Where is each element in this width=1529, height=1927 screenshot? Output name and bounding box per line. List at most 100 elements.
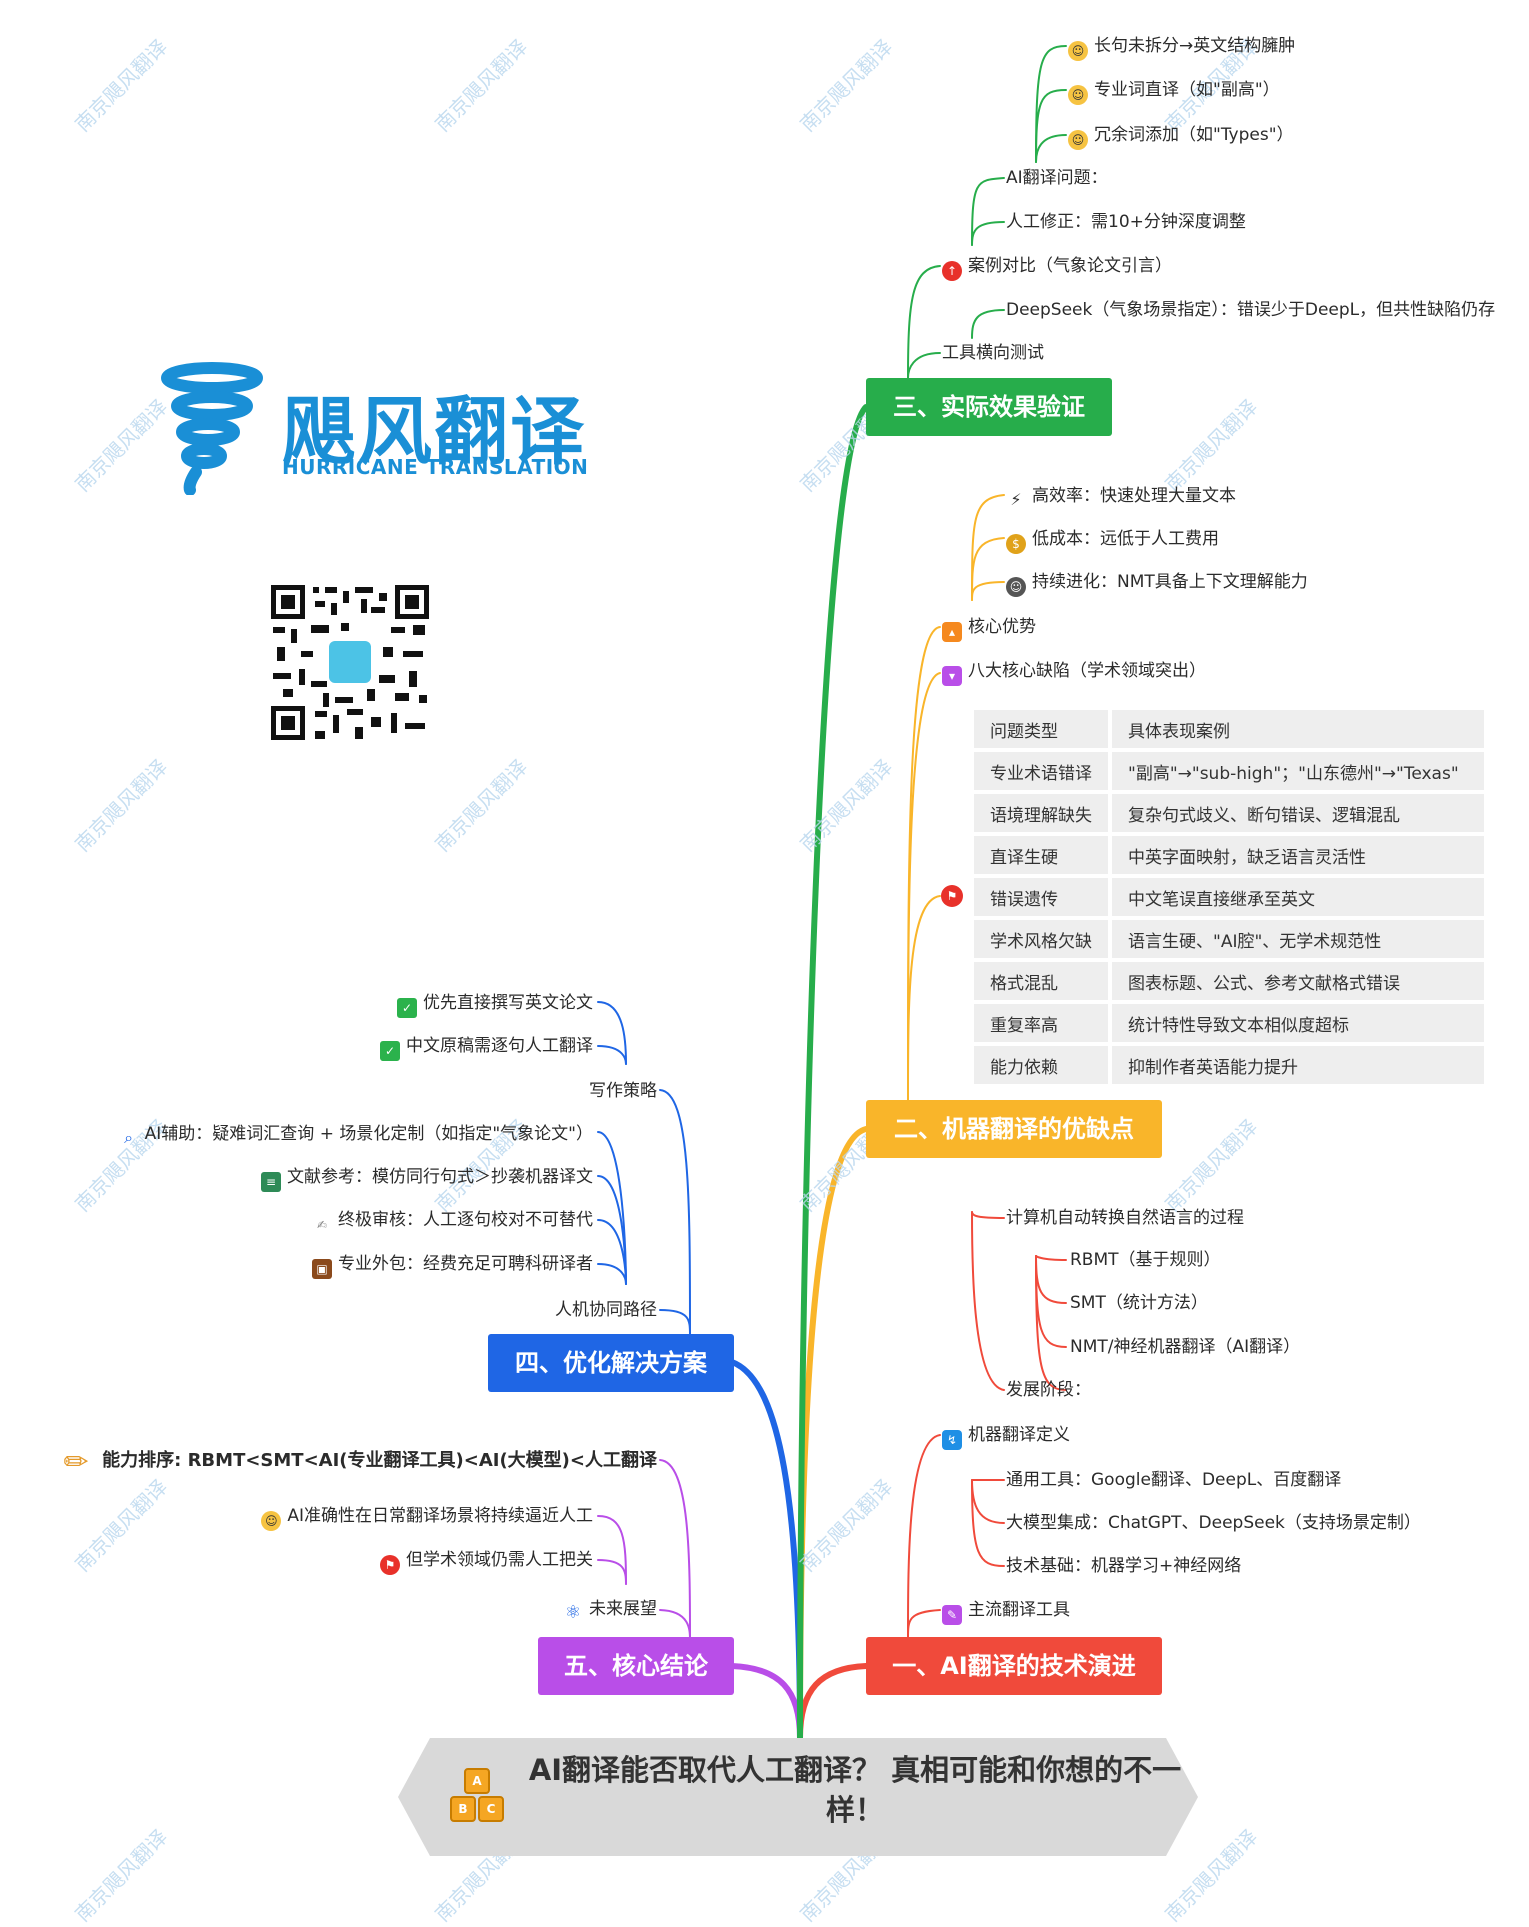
conclusion-label: 但学术领域仍需人工把关 xyxy=(406,1550,593,1570)
advantage-item[interactable]: ☺ 持续进化：NMT具备上下文理解能力 xyxy=(1006,571,1308,597)
branch-1-node[interactable]: 一、AI翻译的技术演进 xyxy=(866,1637,1162,1695)
table-cell: 语境理解缺失 xyxy=(974,794,1112,832)
branch-5-node[interactable]: 五、核心结论 xyxy=(538,1637,734,1695)
table-cell: 中英字面映射，缺乏语言灵活性 xyxy=(1112,836,1484,874)
problem-item[interactable]: ☺ 长句未拆分→英文结构臃肿 xyxy=(1068,35,1295,61)
path-label: 终极审核：人工逐句校对不可替代 xyxy=(338,1210,593,1230)
table-row: 格式混乱图表标题、公式、参考文献格式错误 xyxy=(974,962,1484,1000)
definition-label: 机器翻译定义 xyxy=(968,1425,1070,1445)
test-item[interactable]: DeepSeek（气象场景指定）：错误少于DeepL，但共性缺陷仍存 xyxy=(1006,300,1496,320)
problem-item[interactable]: ☺专业词直译（如"副高"） xyxy=(1068,79,1280,105)
table-cell: 统计特性导致文本相似度超标 xyxy=(1112,1004,1484,1042)
tool-item[interactable]: 通用工具：Google翻译、DeepL、百度翻译 xyxy=(1006,1470,1342,1490)
case-item[interactable]: 人工修正：需10+分钟深度调整 xyxy=(1006,212,1246,232)
stage-item[interactable]: RBMT（基于规则） xyxy=(1070,1250,1221,1270)
books-icon: ≡ xyxy=(261,1172,281,1192)
logo-name: 飓风翻译 xyxy=(282,389,586,475)
flag-icon: ⚑ xyxy=(380,1555,400,1575)
conclusion-item[interactable]: ⚑ 但学术领域仍需人工把关 xyxy=(380,1549,593,1575)
write-label: 中文原稿需逐句人工翻译 xyxy=(406,1036,593,1056)
table-row: 能力依赖抑制作者英语能力提升 xyxy=(974,1046,1484,1084)
connector-lines xyxy=(597,45,1067,1741)
advantages-node[interactable]: ▴核心优势 xyxy=(942,616,1036,642)
lightning-icon: ⚡ xyxy=(1010,490,1022,509)
magnifier-icon: ⌕ xyxy=(124,1128,134,1147)
table-row: 专业术语错译"副高"→"sub-high"；"山东德州"→"Texas" xyxy=(974,752,1484,790)
table-header-cell: 问题类型 xyxy=(974,710,1112,748)
path-item[interactable]: ⌕AI辅助：疑难词汇查询 + 场景化定制（如指定"气象论文"） xyxy=(119,1123,593,1148)
conclusion-label: AI准确性在日常翻译场景将持续逼近人工 xyxy=(287,1506,593,1526)
table-cell: 错误遗传 xyxy=(974,878,1112,916)
ranking-node[interactable]: ✏能力排序: RBMT<SMT<AI(专业翻译工具)<AI(大模型)<人工翻译 xyxy=(56,1448,657,1480)
branch-4-node[interactable]: 四、优化解决方案 xyxy=(488,1334,734,1392)
test-node[interactable]: 工具横向测试 xyxy=(942,343,1044,363)
path-item[interactable]: ✍终极审核：人工逐句校对不可替代 xyxy=(312,1209,593,1235)
defects-label: 八大核心缺陷（学术领域突出） xyxy=(968,661,1206,681)
abc-blocks-icon: A B C xyxy=(446,1768,508,1824)
tired-face-icon: ☺ xyxy=(1068,130,1088,150)
hurricane-logo-icon xyxy=(161,362,263,495)
write-item[interactable]: ✓优先直接撰写英文论文 xyxy=(397,992,593,1018)
abc-block: C xyxy=(478,1796,504,1822)
robot-icon: ☺ xyxy=(1006,577,1026,597)
write-item[interactable]: ✓ 中文原稿需逐句人工翻译 xyxy=(380,1035,593,1061)
problem-item[interactable]: ☺冗余词添加（如"Types"） xyxy=(1068,124,1294,150)
definition-node[interactable]: ↯机器翻译定义 xyxy=(942,1424,1070,1450)
stage-item[interactable]: NMT/神经机器翻译（AI翻译） xyxy=(1070,1337,1301,1357)
table-cell: 直译生硬 xyxy=(974,836,1112,874)
logo-subtitle: HURRICANE TRANSLATION xyxy=(282,455,589,479)
table-cell: 重复率高 xyxy=(974,1004,1112,1042)
sweating-face-icon: ☺ xyxy=(1068,41,1088,61)
mind-map-canvas: 南京飓风翻译 南京飓风翻译 南京飓风翻译 南京飓风翻译 南京飓风翻译 南京飓风翻… xyxy=(56,35,1496,1927)
defects-table: 问题类型 具体表现案例 专业术语错译"副高"→"sub-high"；"山东德州"… xyxy=(974,706,1484,1088)
tool-item[interactable]: 大模型集成：ChatGPT、DeepSeek（支持场景定制） xyxy=(1006,1513,1421,1533)
briefcase-icon: ▣ xyxy=(312,1259,332,1279)
table-row: 直译生硬中英字面映射，缺乏语言灵活性 xyxy=(974,836,1484,874)
check-box-icon: ✓ xyxy=(380,1041,400,1061)
qr-code xyxy=(271,585,429,740)
path-item[interactable]: ▣专业外包：经费充足可聘科研译者 xyxy=(312,1253,593,1279)
branch-2-node[interactable]: 二、机器翻译的优缺点 xyxy=(866,1100,1162,1158)
advantage-label: 持续进化：NMT具备上下文理解能力 xyxy=(1032,572,1308,592)
advantage-label: 低成本：远低于人工费用 xyxy=(1032,529,1219,549)
path-item[interactable]: ≡文献参考：模仿同行句式＞抄袭机器译文 xyxy=(261,1166,593,1192)
defects-node[interactable]: ▾八大核心缺陷（学术领域突出） xyxy=(942,660,1206,686)
outlook-node[interactable]: ⚛ 未来展望 xyxy=(563,1598,657,1623)
defects-flag-icon: ⚑ xyxy=(941,885,963,907)
network-icon: ⚛ xyxy=(564,1602,582,1623)
abc-block: A xyxy=(464,1768,490,1794)
definition-text[interactable]: 计算机自动转换自然语言的过程 xyxy=(1006,1208,1244,1228)
tools-node[interactable]: ✎主流翻译工具 xyxy=(942,1599,1070,1625)
up-arrow-icon: ↑ xyxy=(942,261,962,281)
table-cell: 图表标题、公式、参考文献格式错误 xyxy=(1112,962,1484,1000)
branch-3-node[interactable]: 三、实际效果验证 xyxy=(866,378,1112,436)
advantage-label: 高效率：快速处理大量文本 xyxy=(1032,486,1236,506)
qr-code-icon xyxy=(271,585,429,740)
table-header-cell: 具体表现案例 xyxy=(1112,710,1484,748)
money-bag-icon: $ xyxy=(1006,534,1026,554)
path-node[interactable]: 人机协同路径 xyxy=(555,1300,657,1320)
advantage-item[interactable]: $ 低成本：远低于人工费用 xyxy=(1006,528,1219,554)
advantages-label: 核心优势 xyxy=(968,617,1036,637)
conclusion-item[interactable]: ☺AI准确性在日常翻译场景将持续逼近人工 xyxy=(261,1505,593,1531)
stage-item[interactable]: SMT（统计方法） xyxy=(1070,1293,1208,1313)
table-cell: 复杂句式歧义、断句错误、逻辑混乱 xyxy=(1112,794,1484,832)
table-row: 重复率高统计特性导致文本相似度超标 xyxy=(974,1004,1484,1042)
case-item[interactable]: AI翻译问题： xyxy=(1006,168,1108,188)
table-cell: 能力依赖 xyxy=(974,1046,1112,1084)
root-node[interactable] xyxy=(398,1738,1198,1856)
table-cell: 抑制作者英语能力提升 xyxy=(1112,1046,1484,1084)
stages-node[interactable]: 发展阶段： xyxy=(1006,1380,1091,1400)
table-header-row: 问题类型 具体表现案例 xyxy=(974,710,1484,748)
root-title: AI翻译能否取代人工翻译？ 真相可能和你想的不一样！ xyxy=(528,1753,1182,1827)
advantage-item[interactable]: ⚡ 高效率：快速处理大量文本 xyxy=(1006,485,1236,510)
astonished-face-icon: ☺ xyxy=(1068,85,1088,105)
table-cell: 学术风格欠缺 xyxy=(974,920,1112,958)
outlook-label: 未来展望 xyxy=(589,1599,657,1619)
problem-label: 长句未拆分→英文结构臃肿 xyxy=(1094,36,1296,56)
write-label: 优先直接撰写英文论文 xyxy=(423,993,593,1013)
table-cell: 中文笔误直接继承至英文 xyxy=(1112,878,1484,916)
write-node[interactable]: 写作策略 xyxy=(589,1081,657,1101)
tool-item[interactable]: 技术基础：机器学习+神经网络 xyxy=(1006,1556,1242,1576)
case-node[interactable]: ↑案例对比（气象论文引言） xyxy=(942,255,1172,281)
